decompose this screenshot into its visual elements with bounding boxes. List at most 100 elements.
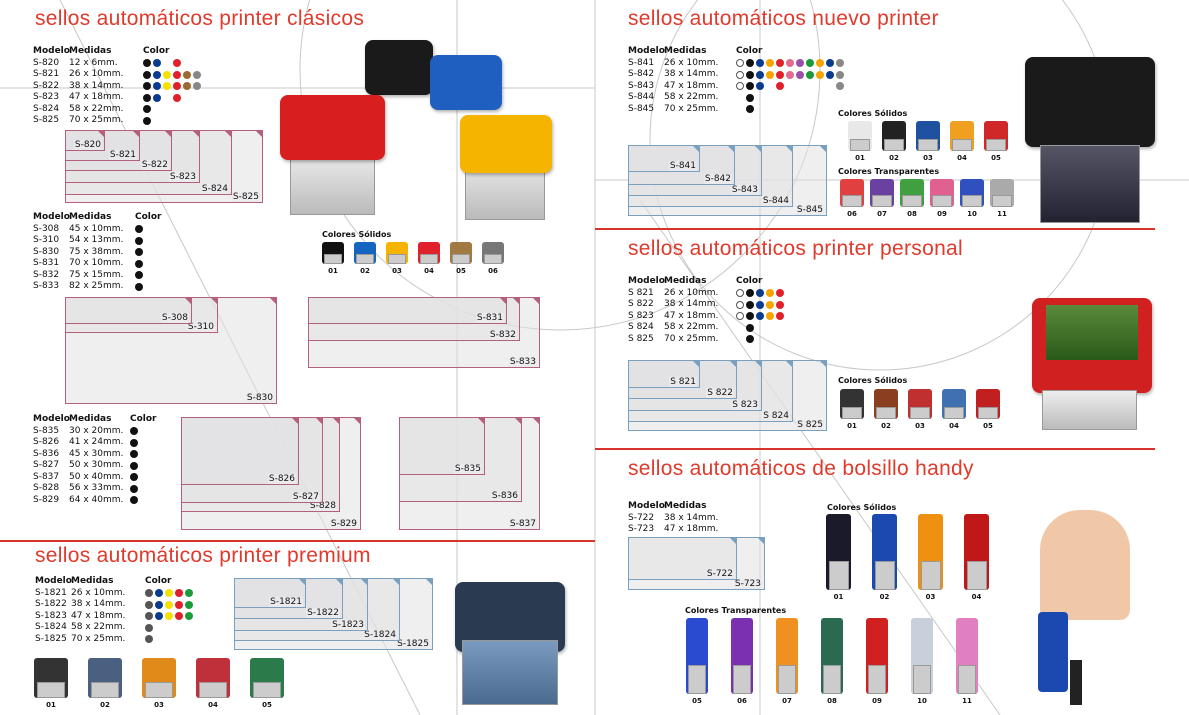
section-title-personal: sellos automáticos printer personal [628, 237, 963, 260]
color-variant: 02 [354, 242, 376, 275]
column-header: Medidas [71, 576, 114, 586]
color-dot [766, 300, 774, 309]
size-outline: S-841 [628, 145, 700, 172]
color-dot [796, 70, 804, 79]
stamp-swatch [731, 618, 753, 694]
model-size: 47 x 18mm. [664, 80, 719, 91]
color-dot [746, 93, 754, 102]
color-variant: 04 [196, 658, 230, 709]
color-dot [806, 70, 814, 79]
stamp-swatch [322, 242, 344, 264]
color-variant: 05 [984, 121, 1008, 162]
color-dot [130, 438, 138, 447]
color-dot [143, 59, 151, 68]
stamp-swatch [250, 658, 284, 698]
model-code: S-844 [628, 92, 655, 102]
color-variant: 10 [960, 179, 984, 218]
stamp-swatch [386, 242, 408, 264]
size-label: S 821 [669, 377, 697, 387]
stamp-swatch [354, 242, 376, 264]
model-size: 45 x 30mm. [69, 448, 124, 459]
variant-number: 07 [782, 697, 792, 705]
color-dot [746, 300, 754, 309]
model-code: S-825 [33, 115, 60, 125]
color-dot [135, 271, 143, 280]
color-dot [756, 289, 764, 298]
variant-number: 04 [957, 154, 967, 162]
variant-number: 04 [208, 701, 218, 709]
size-label: S 822 [706, 388, 734, 398]
size-label: S-826 [267, 474, 296, 484]
model-code: S-843 [628, 80, 655, 91]
color-dot [175, 600, 183, 609]
size-outline: S-308 [65, 297, 192, 324]
model-code: S-820 [33, 57, 60, 68]
column-header: Modelo [33, 414, 70, 424]
color-dot [776, 82, 784, 91]
color-variant: 07 [870, 179, 894, 218]
size-outline: S-820 [65, 130, 105, 151]
size-label: S-831 [475, 313, 504, 323]
color-dot [155, 600, 163, 609]
color-variant: 05 [976, 389, 1000, 430]
model-size: 70 x 25mm. [71, 633, 126, 644]
variant-number: 10 [917, 697, 927, 705]
stamp-swatch [840, 389, 864, 419]
stamp-swatch [916, 121, 940, 151]
color-dot [193, 82, 201, 91]
column-header: Modelo [628, 276, 665, 286]
size-label: S-842 [703, 174, 732, 184]
transparent-colors-label: Colores Transparentes [838, 167, 940, 176]
model-code: S-842 [628, 69, 655, 79]
color-variant: 03 [918, 514, 943, 601]
color-dot [143, 105, 151, 114]
size-label: S-836 [490, 491, 519, 501]
size-label: S-723 [733, 579, 762, 589]
color-variant: 09 [930, 179, 954, 218]
model-size: 75 x 15mm. [69, 269, 124, 280]
size-outline: S 821 [628, 360, 700, 388]
size-outline: S-826 [181, 417, 299, 485]
color-dot [155, 589, 163, 598]
stamp-swatch [872, 514, 897, 590]
model-code: S-833 [33, 281, 60, 291]
column-header: Modelo [33, 46, 70, 56]
stamp-swatch [900, 179, 924, 207]
size-label: S-845 [795, 205, 824, 215]
size-label: S-308 [160, 313, 189, 323]
solid-colors-label: Colores Sólidos [827, 503, 897, 512]
stamp-swatch [911, 618, 933, 694]
color-dot [776, 300, 784, 309]
stamp-swatch [882, 121, 906, 151]
column-header: Medidas [664, 276, 707, 286]
color-dot [173, 70, 181, 79]
color-dot [185, 589, 193, 598]
color-dot [736, 312, 744, 321]
stamp-swatch [984, 121, 1008, 151]
divider [595, 448, 1155, 450]
model-size: 58 x 22mm. [664, 322, 719, 332]
color-dot [173, 93, 181, 102]
color-dot [143, 70, 151, 79]
variant-number: 02 [879, 593, 890, 601]
variant-number: 06 [488, 267, 498, 275]
model-size: 58 x 22mm. [664, 92, 719, 102]
size-label: S-830 [245, 393, 274, 403]
stamp-swatch [956, 618, 978, 694]
color-dot [786, 70, 794, 79]
color-variant: 10 [911, 618, 933, 705]
